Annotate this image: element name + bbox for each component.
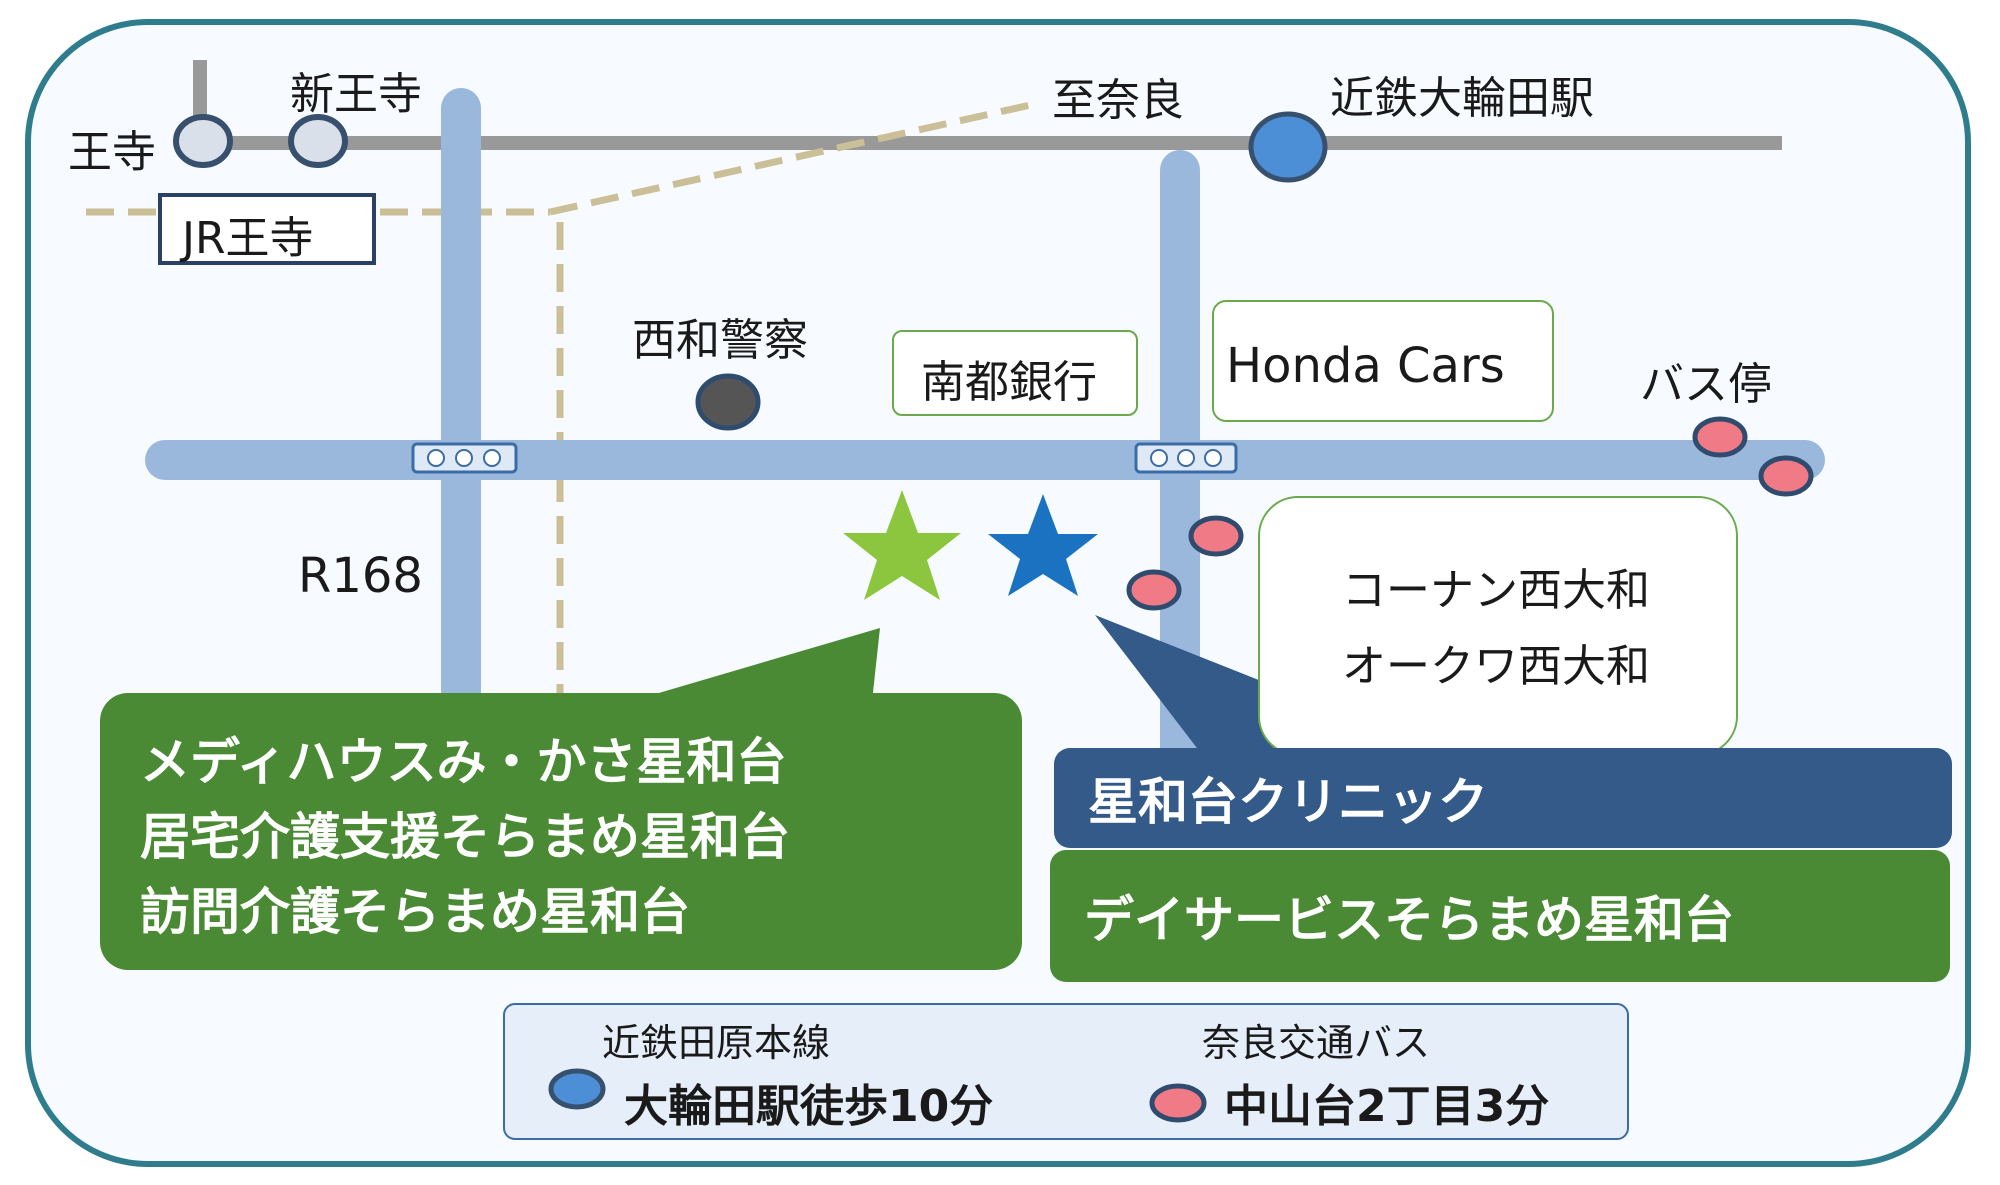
traffic-signal-icon — [1134, 442, 1238, 474]
callout-green-line-3: 訪問介護そらまめ星和台 — [140, 883, 690, 941]
to-nara-label: 至奈良 — [1052, 75, 1184, 126]
callout-clinic-box — [1054, 748, 1952, 848]
day-service-label: デイサービスそらまめ星和台 — [1084, 891, 1734, 949]
traffic-signal-icon — [411, 442, 518, 474]
bus-stop-label: バス停 — [1640, 359, 1772, 410]
bus-stop-icon — [1692, 416, 1748, 458]
route-label: R168 — [298, 548, 423, 604]
honda-label: Honda Cars — [1226, 338, 1505, 394]
police-label: 西和警察 — [632, 315, 808, 366]
station-shin-ouji-icon — [288, 114, 348, 168]
bus-stop-icon — [1126, 569, 1182, 611]
bank-box — [892, 330, 1138, 416]
legend-station-icon — [548, 1068, 606, 1110]
station-kintetsu-owada-icon — [1248, 111, 1328, 183]
jr-ouji-label: JR王寺 — [182, 213, 314, 264]
station-ouji-icon — [173, 114, 233, 168]
legend-bus-value: 中山台2丁目3分 — [1224, 1081, 1550, 1132]
jr-ouji-box — [158, 193, 376, 265]
station-shin-ouji-label: 新王寺 — [290, 69, 422, 120]
store-label-2: オークワ西大和 — [1342, 641, 1650, 692]
station-ouji-label: 王寺 — [68, 127, 156, 178]
legend-line-value: 大輪田駅徒歩10分 — [624, 1081, 994, 1132]
legend-bus-stop-icon — [1149, 1083, 1207, 1123]
callout-dayservice-box — [1050, 850, 1950, 982]
legend-box — [503, 1003, 1629, 1140]
clinic-label: 星和台クリニック — [1088, 773, 1488, 831]
bus-stop-icon — [1188, 515, 1244, 557]
callout-green-line-2: 居宅介護支援そらまめ星和台 — [140, 808, 790, 866]
police-icon — [695, 373, 761, 431]
bus-stop-icon — [1758, 455, 1814, 497]
star-blue-icon — [988, 494, 1098, 596]
star-green-icon — [843, 490, 961, 600]
legend-line-title: 近鉄田原本線 — [602, 1021, 831, 1065]
bank-label: 南都銀行 — [921, 357, 1097, 408]
honda-box — [1212, 300, 1554, 422]
legend-bus-title: 奈良交通バス — [1202, 1021, 1431, 1065]
store-box — [1258, 496, 1738, 756]
store-label-1: コーナン西大和 — [1342, 565, 1650, 616]
callout-green-line-1: メディハウスみ・かさ星和台 — [140, 733, 787, 791]
callout-green-box — [100, 693, 1022, 970]
kintetsu-owada-label: 近鉄大輪田駅 — [1330, 73, 1594, 124]
